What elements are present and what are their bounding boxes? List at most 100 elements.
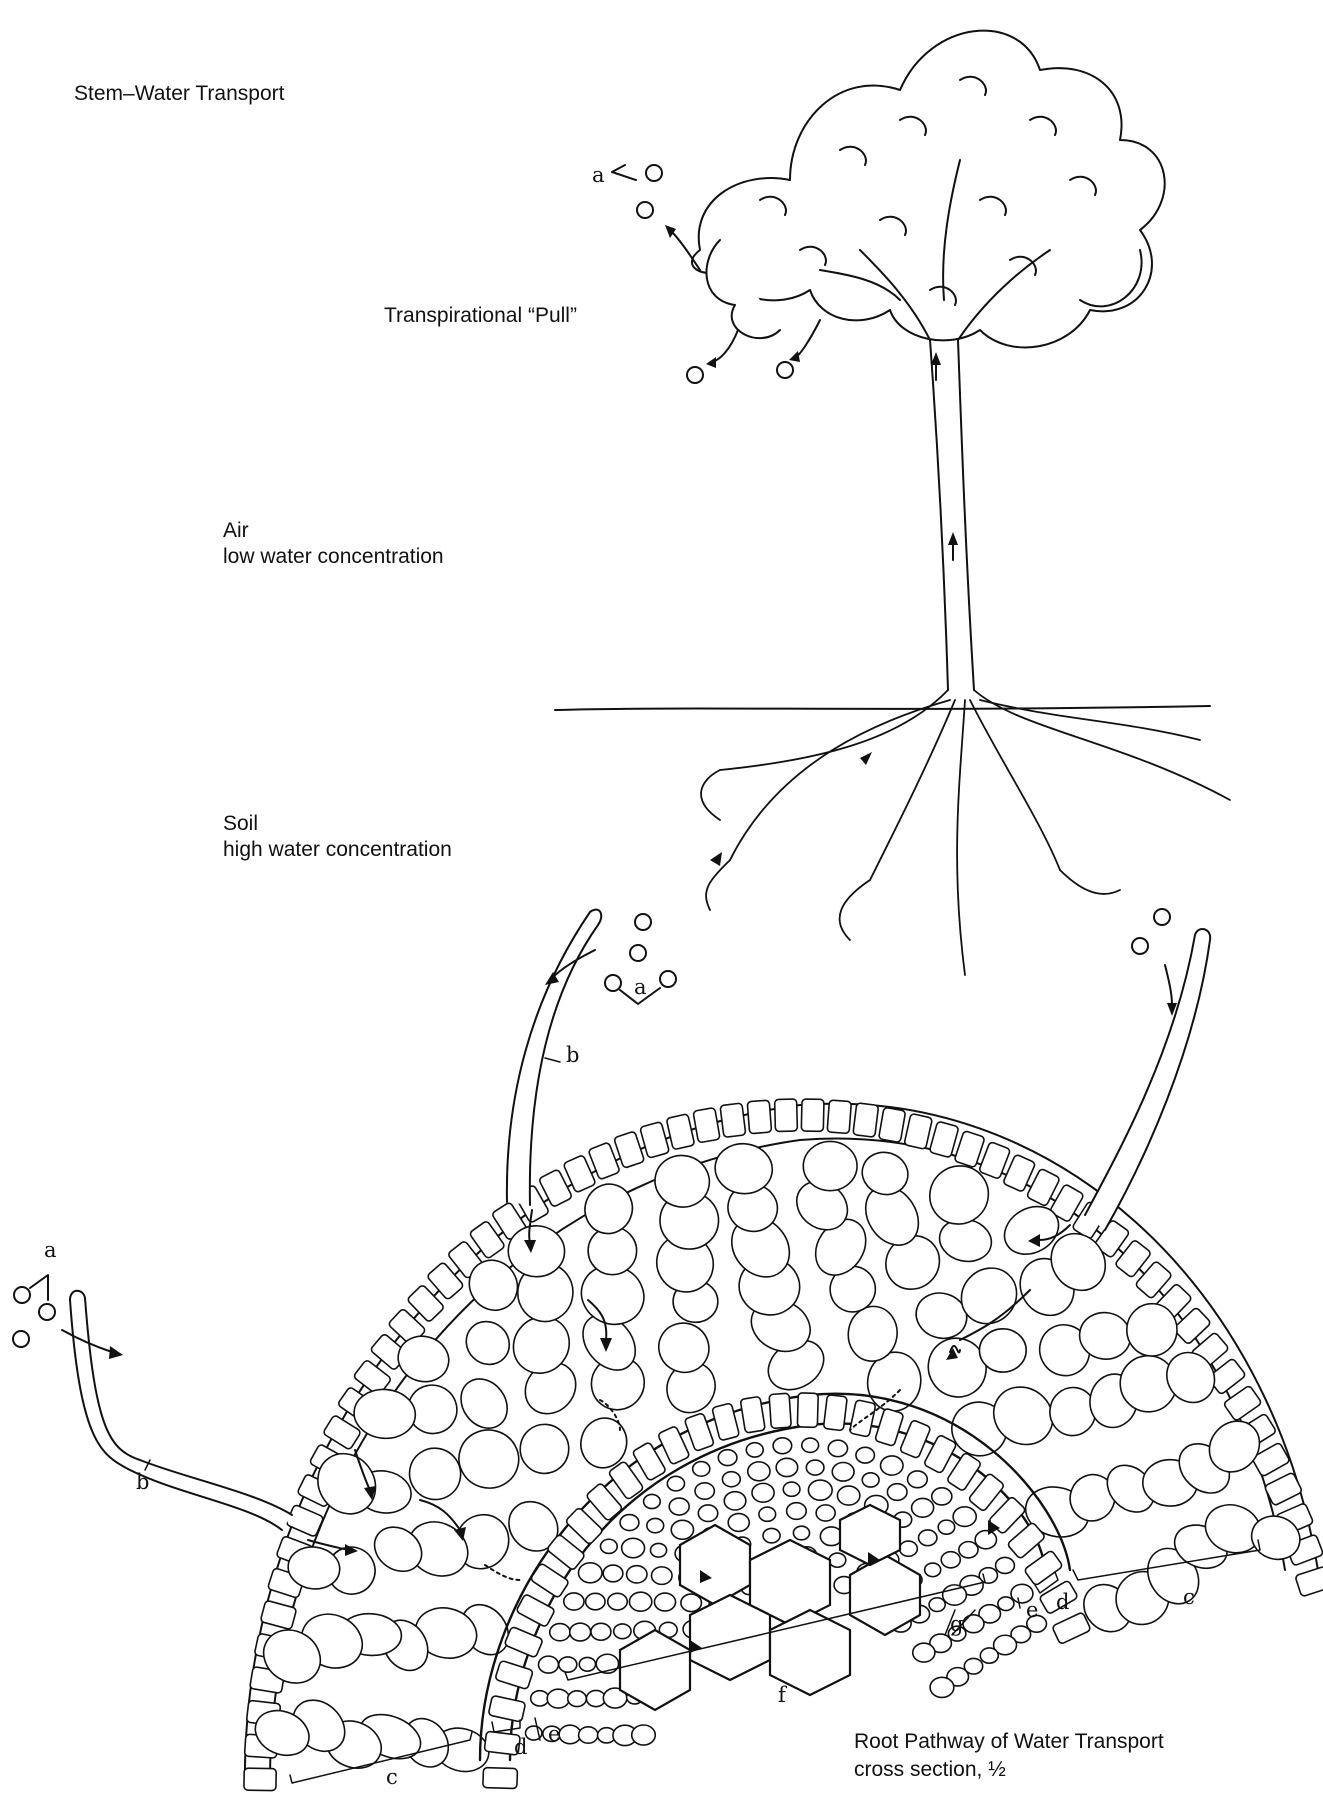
water-molecule: [1154, 909, 1170, 925]
epidermis-cell: [827, 1100, 851, 1134]
stele-cell: [919, 1530, 937, 1546]
water-molecule: [1132, 938, 1148, 954]
water-molecule: [660, 971, 676, 987]
epidermis-cell: [260, 1600, 297, 1630]
epidermis-cell: [879, 1107, 906, 1142]
endodermis-cell: [684, 1413, 714, 1452]
cortex-cell: [393, 1331, 454, 1388]
epidermis-cell: [747, 1100, 771, 1134]
stele-cell: [603, 1565, 623, 1582]
stele-cell: [629, 1592, 651, 1611]
stele-cell: [887, 1484, 907, 1501]
stele-cell: [832, 1462, 854, 1481]
stele-cell: [899, 1541, 917, 1556]
water-molecule: [687, 367, 703, 383]
stele-cell: [667, 1476, 684, 1491]
stele-cell: [547, 1689, 569, 1708]
trunk-arrows: [931, 352, 958, 560]
stele-cell: [856, 1447, 874, 1463]
epidermis-cell: [929, 1121, 959, 1158]
epidermis-cell: [853, 1103, 879, 1137]
label-b-top: b: [566, 1043, 579, 1067]
stele-cell: [862, 1473, 879, 1487]
endodermis-cell: [488, 1695, 525, 1722]
epidermis-cell: [614, 1131, 645, 1168]
stele-cell: [644, 1494, 661, 1508]
leader-b-top: [545, 1058, 560, 1062]
stele-cell: [698, 1505, 717, 1522]
label-d-left: d: [514, 1735, 527, 1759]
endodermis-cell: [849, 1400, 876, 1437]
stele-cell: [980, 1648, 998, 1663]
root-hair: [70, 1291, 292, 1530]
stele-cell: [748, 1462, 770, 1481]
evaporation-arrow: [672, 232, 700, 270]
stele-cell: [776, 1458, 798, 1476]
cortex-cell: [979, 1329, 1026, 1372]
stele-cell: [632, 1725, 656, 1745]
endodermis-cell: [1052, 1612, 1091, 1645]
tree-roots: [701, 690, 1230, 975]
epidermis-cell: [1295, 1566, 1323, 1597]
stele-cell: [806, 1460, 824, 1475]
stem-title: Stem–Water Transport: [74, 80, 284, 107]
label-d-right: d: [1056, 1590, 1069, 1614]
stele-cell: [925, 1563, 941, 1577]
tree-crown: [692, 31, 1165, 348]
endodermis-cell: [516, 1594, 555, 1628]
stele-cell: [695, 1483, 714, 1499]
endodermis-cell: [946, 1452, 981, 1491]
epidermis-cell: [954, 1130, 985, 1167]
bracket-d-left: [492, 1720, 520, 1732]
stele-cell: [929, 1598, 945, 1612]
water-molecule: [39, 1304, 55, 1320]
stele-cell: [550, 1624, 570, 1641]
stele-cell: [579, 1657, 595, 1671]
stele-cell: [829, 1553, 846, 1567]
stele-cell: [932, 1488, 952, 1505]
cortex-cell: [803, 1141, 857, 1190]
label-a-soil: a: [634, 975, 647, 999]
stele-cell: [614, 1624, 631, 1639]
stele-cell: [724, 1492, 746, 1510]
cortex-cell: [457, 1313, 518, 1374]
stele-cell: [828, 1440, 847, 1456]
epidermis-cell: [666, 1114, 695, 1150]
stele-cell: [783, 1482, 800, 1496]
stele-cell: [881, 1456, 904, 1475]
stele-cell: [669, 1498, 689, 1515]
stele-cell: [650, 1543, 666, 1557]
endodermis-cell: [968, 1473, 1005, 1512]
label-a-left: a: [44, 1238, 57, 1262]
water-molecule: [635, 914, 651, 930]
label-a-leader: [612, 165, 636, 180]
stele-cell: [647, 1518, 664, 1532]
label-g: g: [950, 1612, 963, 1636]
stele-cell: [953, 1507, 976, 1527]
endodermis-cell: [899, 1420, 931, 1459]
stele-cell: [591, 1623, 611, 1640]
epidermis-cell: [640, 1122, 670, 1159]
stele-cell: [693, 1462, 710, 1477]
epidermis-cell: [588, 1142, 620, 1180]
stele-cell: [930, 1677, 954, 1697]
stele-cell: [579, 1727, 598, 1743]
stele-cell: [912, 1498, 934, 1517]
endodermis-cell: [740, 1396, 765, 1433]
root-cross-section: [62, 910, 1323, 1791]
stele-cell: [564, 1593, 584, 1610]
water-molecule: [777, 362, 793, 378]
label-c-right: c: [1183, 1585, 1195, 1609]
stele-cell: [538, 1656, 558, 1673]
stele-cell: [654, 1593, 675, 1611]
endodermis-cell: [632, 1442, 666, 1481]
stele-cell: [959, 1542, 978, 1558]
stele-cell: [996, 1557, 1015, 1573]
stele-cell: [793, 1526, 809, 1540]
water-molecule: [630, 945, 646, 961]
stele-cell: [773, 1438, 792, 1454]
label-e-left: e: [548, 1722, 560, 1746]
endodermis-cell: [483, 1768, 518, 1789]
stele-cell: [671, 1520, 693, 1539]
stele-cell: [763, 1528, 780, 1543]
